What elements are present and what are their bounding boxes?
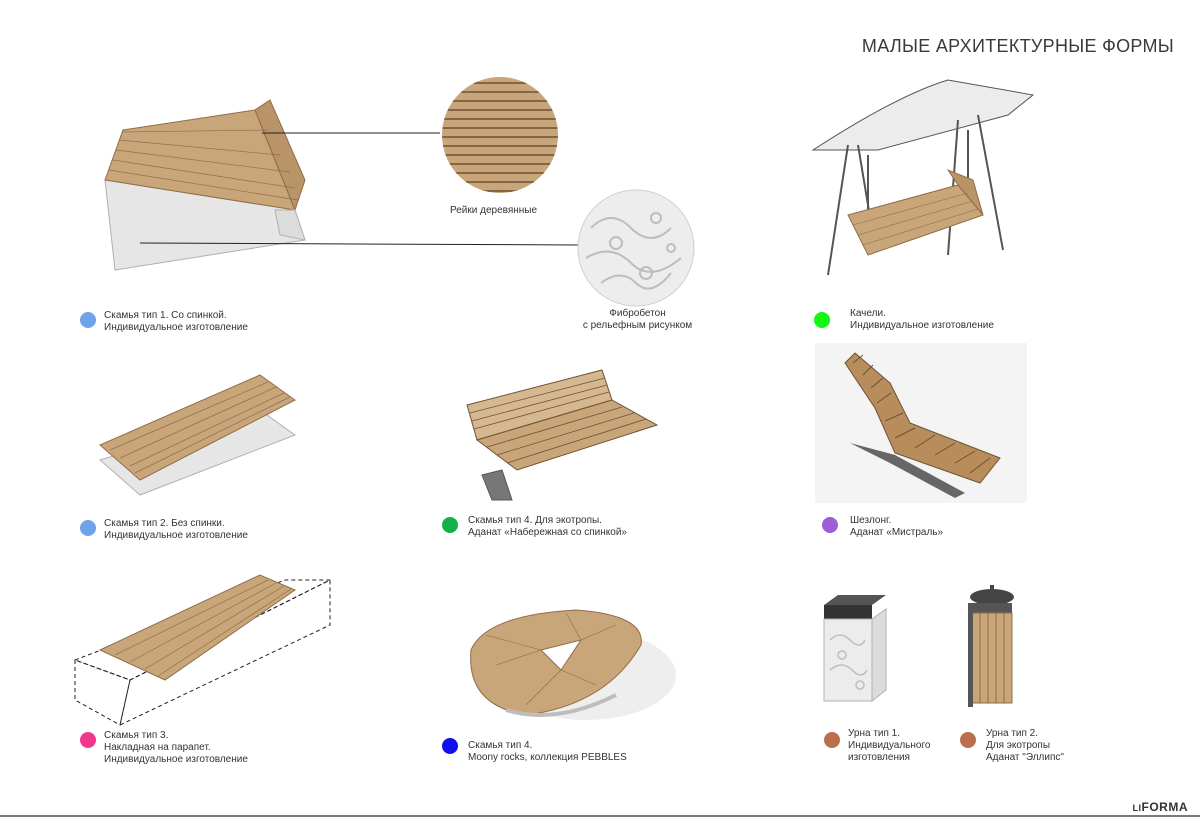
- brand-logo-text: FORMA: [1141, 800, 1188, 814]
- marker-dot-bench2: [80, 520, 96, 536]
- caption-urn2-line1: Урна тип 2.: [986, 728, 1039, 739]
- fibroconcrete-label-line2: с рельефным рисунком: [582, 320, 693, 331]
- caption-bench4: Скамья тип 4. Для экотропы. Аданат «Набе…: [468, 515, 627, 539]
- caption-lounger-line1: Шезлонг.: [850, 515, 892, 526]
- caption-bench2-line2: Индивидуальное изготовление: [104, 530, 248, 541]
- caption-swing: Качели. Индивидуальное изготовление: [850, 308, 994, 332]
- caption-bench3-line3: Индивидуальное изготовление: [104, 754, 248, 765]
- marker-dot-urn1: [824, 732, 840, 748]
- bench-type3-illustration: [73, 574, 331, 726]
- caption-pebbles-line2: Moony rocks, коллекция PEBBLES: [468, 752, 627, 763]
- caption-swing-line1: Качели.: [850, 308, 886, 319]
- lounger-illustration: [815, 343, 1027, 503]
- urn-type1-illustration: [823, 595, 887, 703]
- caption-lounger-line2: Аданат «Мистраль»: [850, 527, 944, 538]
- caption-pebbles: Скамья тип 4. Moony rocks, коллекция PEB…: [468, 740, 627, 764]
- caption-swing-line2: Индивидуальное изготовление: [850, 320, 994, 331]
- bench-type1-illustration: [104, 99, 306, 271]
- marker-dot-bench4: [442, 517, 458, 533]
- caption-urn1: Урна тип 1. Индивидуального изготовления: [848, 728, 930, 764]
- caption-bench3-line2: Накладная на парапет.: [104, 742, 211, 753]
- caption-urn2: Урна тип 2. Для экотропы Аданат "Эллипс": [986, 728, 1064, 764]
- marker-dot-bench1: [80, 312, 96, 328]
- brand-logo: LIFORMA: [1133, 800, 1189, 814]
- wood-slats-label: Рейки деревянные: [450, 205, 538, 216]
- caption-bench1: Скамья тип 1. Со спинкой. Индивидуальное…: [104, 310, 248, 334]
- caption-bench4-line1: Скамья тип 4. Для экотропы.: [468, 515, 602, 526]
- caption-urn1-line3: изготовления: [848, 752, 910, 763]
- caption-bench4-line2: Аданат «Набережная со спинкой»: [468, 527, 627, 538]
- caption-urn1-line2: Индивидуального: [848, 740, 931, 751]
- caption-bench1-line1: Скамья тип 1. Со спинкой.: [104, 310, 227, 321]
- marker-dot-urn2: [960, 732, 976, 748]
- footer-rule: [0, 815, 1200, 817]
- fibroconcrete-label: Фибробетон с рельефным рисунком: [555, 308, 720, 332]
- caption-bench3: Скамья тип 3. Накладная на парапет. Инди…: [104, 730, 248, 766]
- caption-urn2-line2: Для экотропы: [986, 740, 1051, 751]
- caption-lounger: Шезлонг. Аданат «Мистраль»: [850, 515, 943, 539]
- brand-logo-prefix: LI: [1132, 803, 1142, 813]
- urn-type2-illustration: [968, 585, 1014, 707]
- marker-dot-lounger: [822, 517, 838, 533]
- bench-type4-ecotrail-illustration: [466, 369, 659, 501]
- marker-dot-bench3: [80, 732, 96, 748]
- caption-bench2: Скамья тип 2. Без спинки. Индивидуальное…: [104, 518, 248, 542]
- fibroconcrete-sample-circle: [577, 189, 695, 307]
- caption-bench2-line1: Скамья тип 2. Без спинки.: [104, 518, 225, 529]
- swing-illustration: [811, 79, 1035, 276]
- page-title: МАЛЫЕ АРХИТЕКТУРНЫЕ ФОРМЫ: [861, 36, 1174, 56]
- fibroconcrete-label-line1: Фибробетон: [609, 308, 666, 319]
- caption-bench3-line1: Скамья тип 3.: [104, 730, 169, 741]
- caption-bench1-line2: Индивидуальное изготовление: [104, 322, 248, 333]
- bench-pebbles-illustration: [470, 609, 676, 720]
- caption-urn2-line3: Аданат "Эллипс": [986, 752, 1064, 763]
- wood-sample-circle: [442, 77, 558, 193]
- caption-urn1-line1: Урна тип 1.: [848, 728, 901, 739]
- marker-dot-pebbles: [442, 738, 458, 754]
- marker-dot-swing: [814, 312, 830, 328]
- caption-pebbles-line1: Скамья тип 4.: [468, 740, 533, 751]
- bench-type2-illustration: [98, 374, 297, 496]
